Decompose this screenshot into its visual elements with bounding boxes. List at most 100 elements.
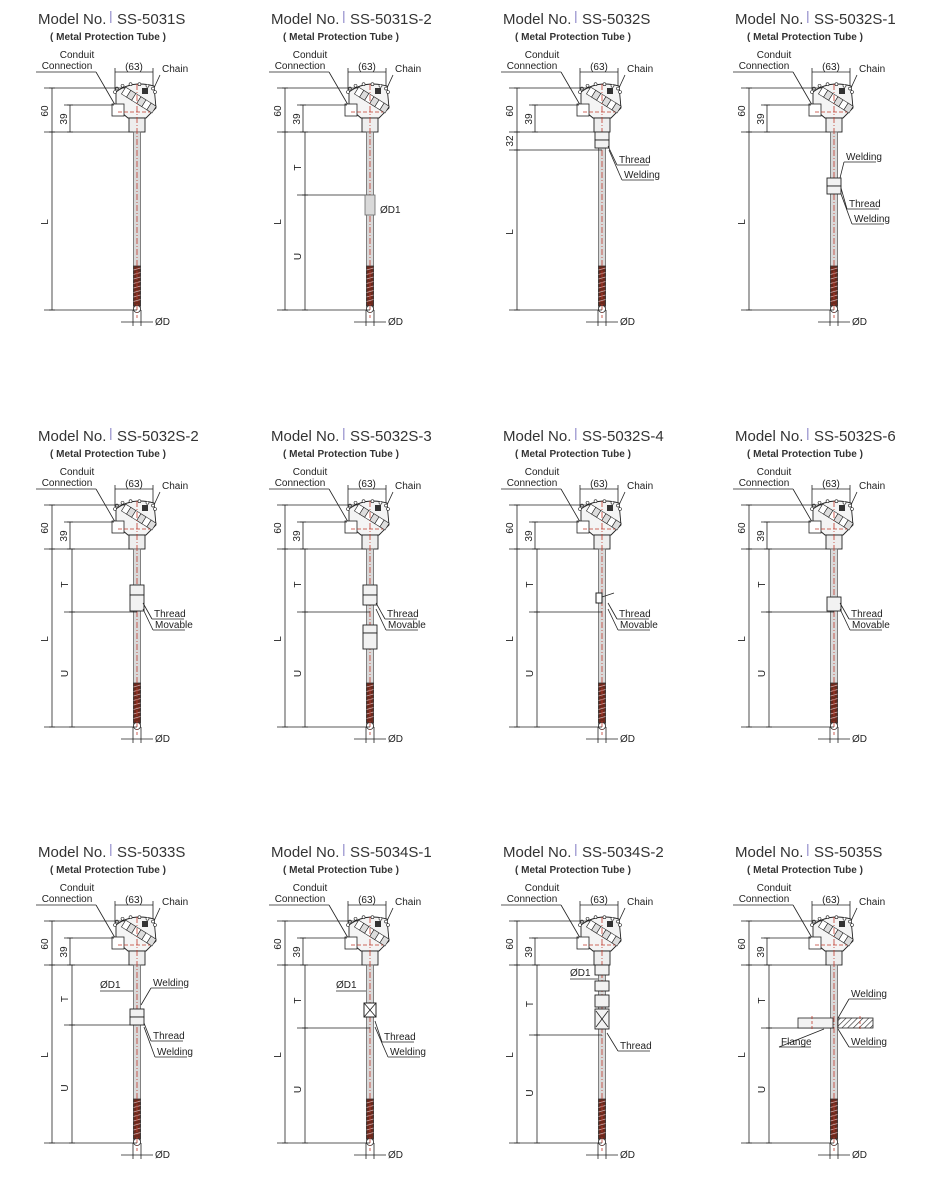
- od-label: ØD: [388, 734, 403, 745]
- chain-link: [370, 82, 375, 87]
- head-cap: [818, 503, 854, 531]
- chain-link: [610, 83, 615, 88]
- model-number: SS-5031S: [117, 11, 185, 28]
- head-cap: [586, 86, 622, 114]
- cap-segment: [379, 102, 390, 114]
- chain-link: [361, 915, 366, 920]
- chain-link: [850, 923, 854, 927]
- head-cap: [354, 919, 390, 947]
- chain-leader: [618, 74, 626, 89]
- conduit-stub: [808, 936, 822, 950]
- dim-T-label: T: [293, 164, 304, 170]
- cap-segment: [843, 519, 854, 531]
- dim-60-label: 60: [40, 938, 51, 950]
- head-width-label: (63): [125, 62, 143, 73]
- title-separator: [110, 11, 112, 23]
- head-cap: [818, 919, 854, 947]
- dim-T-label: T: [60, 581, 71, 587]
- callout-label: Thread: [620, 1041, 652, 1052]
- callout-leader: [606, 1032, 619, 1052]
- dim-32-label: 32: [505, 135, 516, 147]
- dim-T-label: T: [60, 996, 71, 1002]
- thread: [826, 596, 842, 612]
- callout-leader: [375, 602, 386, 620]
- od-label: ØD: [155, 317, 170, 328]
- chain-label: Chain: [395, 897, 421, 908]
- sensor-hatch: [366, 290, 374, 293]
- conduit-stub: [344, 936, 358, 950]
- thread-2: [362, 632, 378, 650]
- title-separator: [343, 844, 345, 856]
- od-label: ØD: [388, 1150, 403, 1161]
- terminal-head: [111, 915, 157, 966]
- chain-link: [120, 916, 125, 921]
- sensor-hatch: [830, 290, 838, 293]
- diagram-ss-5033s: Model No.SS-5033S( Metal Protection Tube…: [36, 844, 193, 1161]
- sensor-hatch: [598, 1123, 606, 1126]
- dim-U-label: U: [757, 1086, 768, 1093]
- chain-anchor: [142, 921, 148, 927]
- chain-link: [848, 503, 852, 508]
- thread: [594, 980, 610, 992]
- connection-label: Connection: [42, 894, 93, 905]
- sensor-hatch: [366, 716, 374, 719]
- cap-segment: [843, 935, 854, 947]
- dim-39-label: 39: [756, 113, 767, 125]
- diagram-ss-5034s-2: Model No.SS-5034S-2( Metal Protection Tu…: [501, 844, 664, 1161]
- dim-U-label: U: [757, 670, 768, 677]
- sensor-hatch: [133, 299, 141, 302]
- cap-segment: [611, 102, 622, 114]
- chain-link: [348, 919, 352, 924]
- chain-link: [842, 916, 847, 921]
- sensor-hatch: [133, 707, 141, 710]
- od-label: ØD: [388, 317, 403, 328]
- sensor-hatch: [133, 693, 141, 697]
- conduit-stub: [576, 520, 590, 534]
- chain-link: [618, 923, 622, 927]
- dim-60-label: 60: [737, 105, 748, 117]
- dim-60-label: 60: [273, 522, 284, 534]
- dim-39-label: 39: [59, 113, 70, 125]
- head-cap: [121, 86, 157, 114]
- model-prefix-label: Model No.: [271, 11, 339, 28]
- cap-segment: [146, 102, 157, 114]
- head-width-label: (63): [590, 895, 608, 906]
- dim-39-label: 39: [524, 946, 535, 958]
- conduit-stub: [808, 103, 822, 117]
- chain-link: [145, 83, 150, 88]
- chain-anchor: [839, 88, 845, 94]
- dim-L-label: L: [505, 229, 516, 235]
- subtitle: ( Metal Protection Tube ): [747, 449, 863, 460]
- conduit-stub: [111, 936, 125, 950]
- chain-leader: [850, 74, 858, 89]
- chain-link: [585, 500, 590, 505]
- model-number: SS-5033S: [117, 844, 185, 861]
- chain-link: [353, 83, 358, 88]
- callout-label: Welding: [390, 1047, 426, 1058]
- chain-anchor: [375, 921, 381, 927]
- callout-leader: [839, 608, 851, 631]
- subtitle: ( Metal Protection Tube ): [515, 865, 631, 876]
- diagram-ss-5031s-2: Model No.SS-5031S-2( Metal Protection Tu…: [269, 11, 432, 328]
- callout-leader: [607, 608, 619, 631]
- hex-nut: [129, 584, 145, 596]
- model-number: SS-5034S-2: [582, 844, 664, 861]
- dim-L-label: L: [505, 636, 516, 642]
- sensor-hatch: [366, 707, 374, 710]
- dim-L-label: L: [40, 219, 51, 225]
- od-label: ØD: [620, 317, 635, 328]
- wrench-x: [363, 1002, 377, 1018]
- chain-link: [817, 83, 822, 88]
- head-width-label: (63): [822, 62, 840, 73]
- callout-label: Welding: [624, 170, 660, 181]
- subtitle: ( Metal Protection Tube ): [50, 449, 166, 460]
- chain-link: [348, 503, 352, 508]
- model-prefix-label: Model No.: [38, 428, 106, 445]
- connection-label: Connection: [739, 61, 790, 72]
- diagram-ss-5032s-4: Model No.SS-5032S-4( Metal Protection Tu…: [501, 428, 664, 745]
- terminal-head: [808, 915, 854, 966]
- conduit-label: Conduit: [525, 50, 560, 61]
- terminal-head: [344, 82, 390, 133]
- chain-link: [593, 499, 598, 504]
- dim-L-label: L: [737, 636, 748, 642]
